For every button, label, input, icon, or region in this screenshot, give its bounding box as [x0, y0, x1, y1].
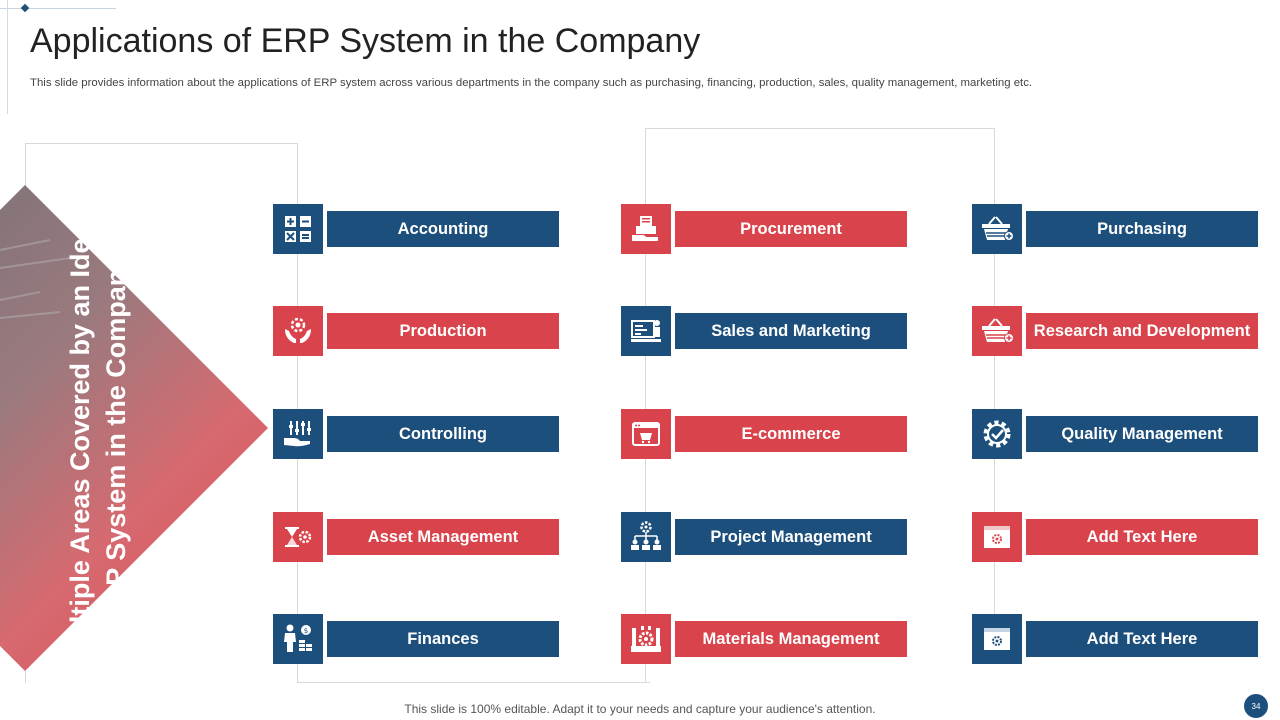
hand-package-icon — [621, 204, 671, 254]
browser-cart-icon — [621, 409, 671, 459]
hourglass-gear-icon — [273, 512, 323, 562]
middle-frame-left — [645, 128, 646, 682]
item-label: Procurement — [675, 211, 907, 247]
item-label: E-commerce — [675, 416, 907, 452]
item-label: Add Text Here — [1026, 621, 1258, 657]
item-label: Quality Management — [1026, 416, 1258, 452]
page-number-badge: 34 — [1244, 694, 1268, 718]
presentation-board-icon — [621, 306, 671, 356]
item-label: Finances — [327, 621, 559, 657]
hand-gear-icon — [273, 306, 323, 356]
footer-note: This slide is 100% editable. Adapt it to… — [404, 702, 876, 716]
org-chart-gear-icon — [621, 512, 671, 562]
hand-sliders-icon — [273, 409, 323, 459]
right-frame-line — [994, 128, 995, 664]
item-label: Asset Management — [327, 519, 559, 555]
item-label: Accounting — [327, 211, 559, 247]
top-accent-line — [0, 8, 116, 9]
item-label: Purchasing — [1026, 211, 1258, 247]
middle-frame-top — [645, 128, 995, 129]
item-label: Controlling — [327, 416, 559, 452]
middle-frame-bottom — [297, 682, 650, 683]
browser-gear-icon — [972, 512, 1022, 562]
side-heading: Multiple Areas Covered by an Ideal ERP S… — [65, 215, 131, 663]
item-label: Add Text Here — [1026, 519, 1258, 555]
item-label: Project Management — [675, 519, 907, 555]
item-label: Production — [327, 313, 559, 349]
item-label: Research and Development — [1026, 313, 1258, 349]
svg-text:$: $ — [304, 627, 308, 635]
item-label: Sales and Marketing — [675, 313, 907, 349]
slide-title: Applications of ERP System in the Compan… — [30, 22, 701, 60]
item-label: Materials Management — [675, 621, 907, 657]
calculator-icon — [273, 204, 323, 254]
person-coins-icon: $ — [273, 614, 323, 664]
top-accent-dot — [20, 3, 30, 13]
basket-icon — [972, 204, 1022, 254]
left-accent-line — [7, 0, 8, 114]
gear-check-icon — [972, 409, 1022, 459]
basket-add-icon — [972, 306, 1022, 356]
factory-gear-icon — [621, 614, 671, 664]
browser-gear-icon — [972, 614, 1022, 664]
slide-subtitle: This slide provides information about th… — [30, 77, 1033, 89]
